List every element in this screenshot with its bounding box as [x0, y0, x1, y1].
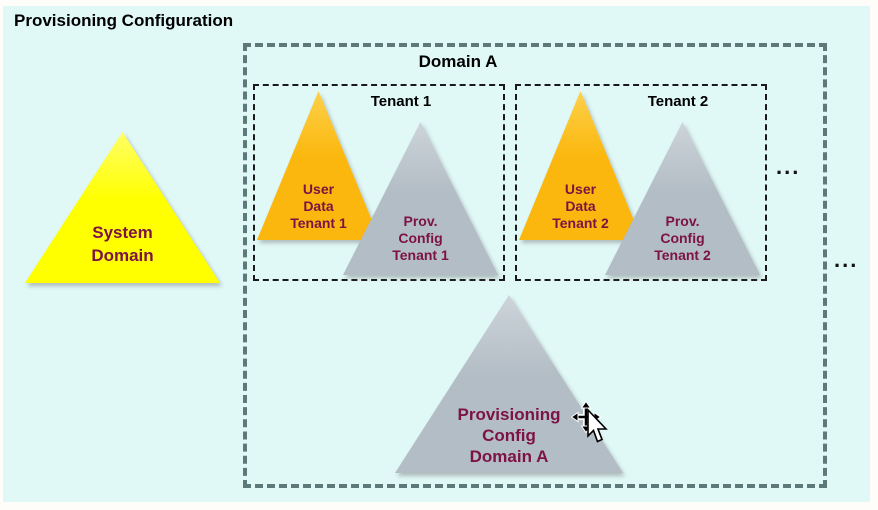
page-title: Provisioning Configuration	[14, 11, 234, 30]
triangle-label-line: Prov.	[665, 213, 700, 229]
tenant-1-boundary	[253, 84, 505, 281]
triangle-label-line: System	[92, 223, 153, 242]
triangle-label-line: Domain A	[469, 447, 549, 466]
triangle-label-line: Config	[482, 426, 536, 445]
prov-config-tenant-1-triangle[interactable]: Prov. Config Tenant 1	[343, 122, 498, 275]
triangle-label-line: Config	[398, 230, 443, 246]
triangle-label-line: Domain	[91, 246, 154, 265]
triangle-label-line: Tenant 2	[552, 215, 609, 231]
triangle-label-line: Tenant 2	[654, 247, 711, 263]
triangle-label-line: Tenant 1	[290, 215, 347, 231]
triangle-label-line: Provisioning	[457, 405, 561, 424]
triangle-label-line: User	[564, 181, 597, 197]
system-domain-triangle[interactable]: System Domain	[25, 132, 220, 283]
more-tenants-ellipsis: ...	[776, 154, 801, 179]
domain-a-label: Domain A	[418, 52, 498, 71]
prov-config-domain-a-triangle[interactable]: Provisioning Config Domain A	[395, 295, 623, 473]
user-data-tenant-2-triangle[interactable]: User Data Tenant 2	[519, 91, 642, 240]
triangle-label-line: Data	[565, 198, 596, 214]
triangle-label-line: User	[302, 181, 335, 197]
tenant-2-boundary	[515, 84, 767, 281]
tenant-2-label: Tenant 2	[647, 93, 709, 110]
triangle-shape: System Domain	[25, 132, 220, 283]
triangle-shape: Prov. Config Tenant 1	[343, 122, 498, 275]
more-domains-ellipsis: ...	[834, 247, 859, 272]
triangle-label-line: Data	[303, 198, 334, 214]
triangle-label-line: Tenant 1	[392, 247, 449, 263]
pointer-arrow-icon	[587, 407, 608, 443]
triangle-label-line: Prov.	[403, 213, 438, 229]
domain-a-boundary	[243, 43, 827, 488]
user-data-tenant-1-triangle[interactable]: User Data Tenant 1	[257, 91, 380, 240]
prov-config-tenant-2-triangle[interactable]: Prov. Config Tenant 2	[605, 122, 760, 275]
triangle-label-line: Config	[660, 230, 705, 246]
move-cursor-icon	[571, 401, 608, 443]
tenant-1-label: Tenant 1	[370, 93, 432, 110]
triangle-shape: Prov. Config Tenant 2	[605, 122, 760, 275]
